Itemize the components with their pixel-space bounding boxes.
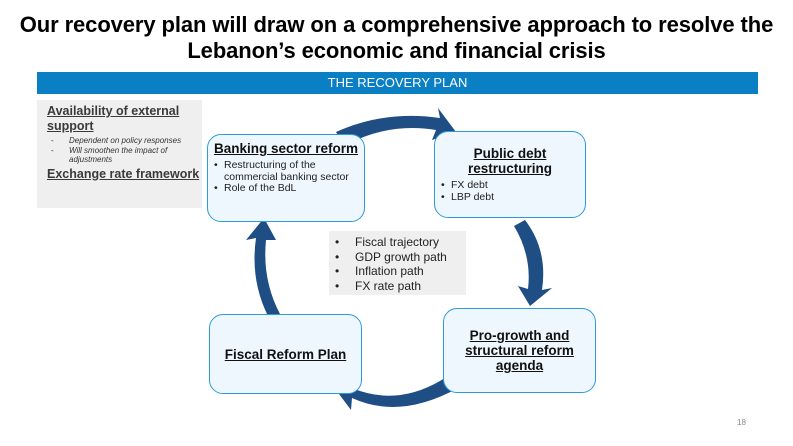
exchange-rate-heading: Exchange rate framework <box>47 166 200 181</box>
arrow-fiscal-to-banking <box>246 218 280 316</box>
pro-growth-title: Pro-growth and structural reform agenda <box>465 328 574 373</box>
page-number: 18 <box>737 418 746 427</box>
bullet: Inflation path <box>335 264 466 279</box>
public-debt-bullets: FX debt LBP debt <box>435 179 585 204</box>
pro-growth-box: Pro-growth and structural reform agenda <box>443 308 596 393</box>
banking-reform-bullets: Restructuring of the commercial banking … <box>208 159 364 195</box>
fiscal-reform-title: Fiscal Reform Plan <box>224 346 347 362</box>
public-debt-title: Public debt restructuring <box>467 146 552 176</box>
external-support-bullets: Dependent on policy responses Will smoot… <box>51 136 202 165</box>
arrow-banking-to-debt <box>336 108 456 146</box>
arrow-growth-to-fiscal <box>336 376 458 410</box>
external-support-heading: Availability of external support <box>47 104 180 133</box>
arrow-debt-to-growth <box>514 220 552 306</box>
banking-reform-box: Banking sector reform Restructuring of t… <box>207 134 365 222</box>
bullet: FX debt <box>441 179 579 192</box>
banking-reform-title: Banking sector reform <box>213 141 359 156</box>
bullet: Role of the BdL <box>214 182 358 195</box>
key-paths-box: Fiscal trajectory GDP growth path Inflat… <box>329 231 466 295</box>
bullet: Will smoothen the impact of adjustments <box>51 146 202 165</box>
bullet: Fiscal trajectory <box>335 235 466 250</box>
public-debt-box: Public debt restructuring FX debt LBP de… <box>434 131 586 218</box>
slide-title: Our recovery plan will draw on a compreh… <box>19 12 774 63</box>
bullet: Dependent on policy responses <box>51 136 202 146</box>
external-support-panel: Availability of external support Depende… <box>37 100 202 208</box>
fiscal-reform-box: Fiscal Reform Plan <box>209 314 362 394</box>
bullet: FX rate path <box>335 279 466 294</box>
bullet: Restructuring of the commercial banking … <box>214 159 358 183</box>
bullet: LBP debt <box>441 191 579 204</box>
bullet: GDP growth path <box>335 250 466 265</box>
section-banner: THE RECOVERY PLAN <box>37 72 758 94</box>
key-paths-bullets: Fiscal trajectory GDP growth path Inflat… <box>335 235 466 293</box>
